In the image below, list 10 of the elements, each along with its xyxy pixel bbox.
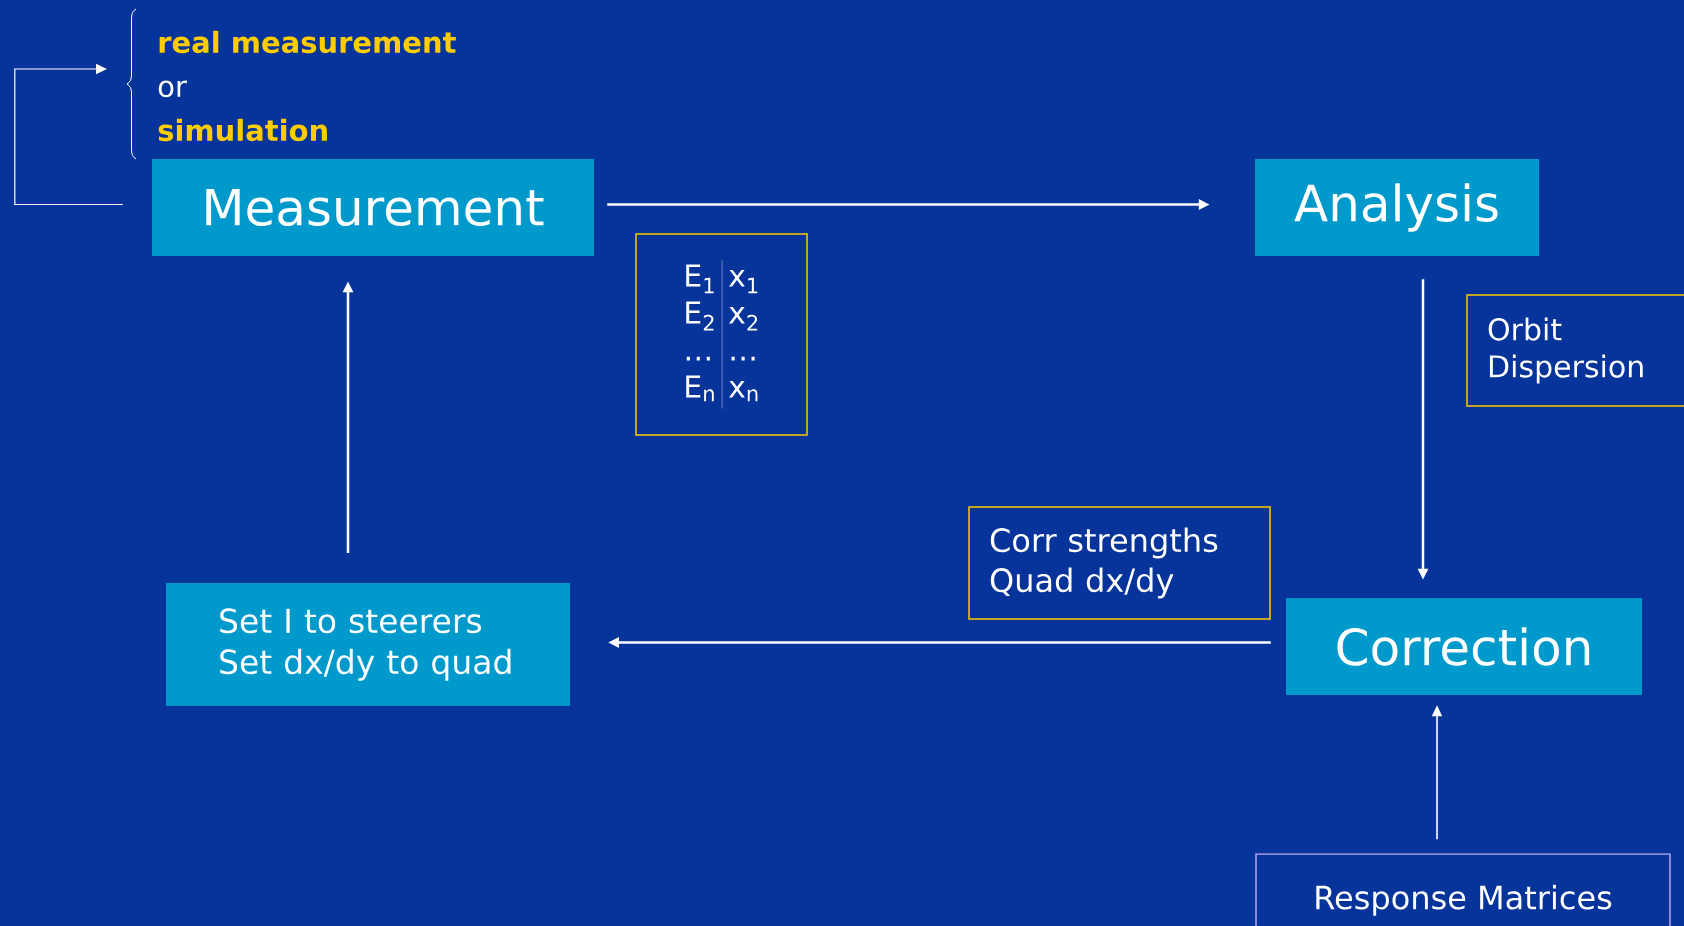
process-box: Analysis [1255,159,1539,256]
action-box: Set I to steerers Set dx/dy to quad [166,583,570,706]
note-box: Orbit Dispersion [1466,294,1684,407]
source-note: real measurement or simulation [158,30,456,142]
process-box: Correction [1286,598,1642,695]
input-box: Response Matrices [1255,853,1671,926]
process-box: Measurement [152,159,594,256]
data-table: E$_{1}$ x$_{1}$ E$_{2}$ x$_{2}$ … … E$_{n}$ x$_{n}$ [635,233,808,436]
arrow [14,63,124,206]
note-box: Corr strengths Quad dx/dy [968,506,1271,620]
